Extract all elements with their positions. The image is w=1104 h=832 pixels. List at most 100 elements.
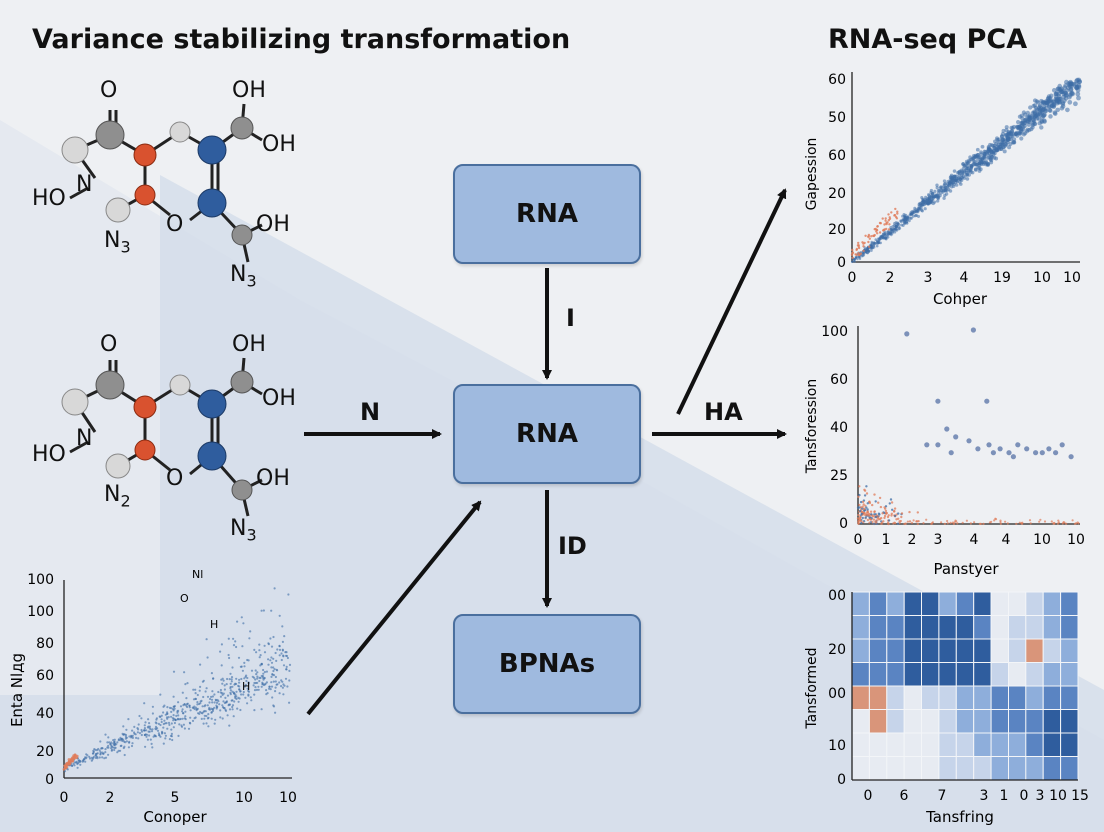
chart-point <box>1052 522 1055 525</box>
chart-point <box>220 643 223 646</box>
chart-point <box>885 511 888 515</box>
chart-point <box>147 718 150 721</box>
chart-point <box>893 227 897 231</box>
chart-tr-x-tick: 10 <box>1063 270 1081 286</box>
chart-point <box>1039 518 1042 521</box>
chart-point <box>184 715 187 718</box>
chart-point <box>194 716 197 719</box>
flow-node-rna-top: RNA <box>453 164 641 264</box>
chart-point <box>70 759 74 763</box>
chart-point <box>261 675 265 678</box>
chart-point <box>270 685 274 688</box>
chart-tr-x-tick: 0 <box>848 270 857 286</box>
chart-point <box>1017 114 1022 119</box>
chart-bl-ylabel: Enta Nlдg <box>8 653 26 727</box>
chart-point <box>172 714 175 717</box>
chart-point <box>274 686 277 689</box>
chart-point <box>861 241 864 244</box>
chart-point <box>994 518 998 521</box>
chart-point <box>172 708 175 711</box>
chart-point <box>68 762 71 766</box>
chart-point <box>133 725 136 728</box>
chart-point <box>274 675 277 679</box>
chart-point <box>172 670 176 673</box>
chart-point <box>142 729 146 732</box>
chart-point <box>204 690 207 693</box>
chart-point <box>205 722 208 725</box>
chart-point <box>1053 450 1059 456</box>
chart-bl-annotation: H <box>210 618 218 631</box>
chart-point <box>977 161 982 166</box>
chart-point <box>1031 117 1036 123</box>
chart-point <box>851 252 854 255</box>
chart-point <box>288 669 291 672</box>
chart-point <box>893 230 897 234</box>
chart-point <box>979 522 982 525</box>
chart-point <box>962 164 967 168</box>
chart-point <box>857 246 861 250</box>
chart-point <box>283 635 286 638</box>
chart-point <box>936 199 940 203</box>
chart-point <box>158 715 161 718</box>
chart-point <box>870 235 873 238</box>
heatmap-cell <box>1025 756 1044 781</box>
chart-point <box>272 704 275 707</box>
chart-point <box>220 678 223 681</box>
chart-point <box>868 245 871 248</box>
chart-point <box>107 753 110 756</box>
chart-point <box>278 614 281 617</box>
chart-point <box>949 521 952 524</box>
atom-label: N3 <box>230 516 257 545</box>
chart-point <box>191 719 195 722</box>
chart-point <box>235 697 238 701</box>
chart-point <box>138 732 142 735</box>
chart-tr-y-tick: 60 <box>828 72 846 88</box>
chart-point <box>871 503 874 507</box>
atom-label: N3 <box>230 262 257 291</box>
chart-point <box>893 507 897 510</box>
chart-point <box>242 693 245 696</box>
heatmap-cell <box>990 756 1010 781</box>
chart-point <box>245 679 248 683</box>
chart-point <box>274 711 277 714</box>
chart-point <box>973 154 977 159</box>
chart-point <box>1038 520 1041 523</box>
heatmap-cell <box>1008 662 1027 687</box>
chart-point <box>969 163 973 168</box>
heatmap-cell <box>1060 662 1079 687</box>
chart-point <box>205 638 208 641</box>
chart-point <box>177 734 180 737</box>
edge-label-top: I <box>566 304 575 332</box>
chart-point <box>219 650 222 653</box>
chart-point <box>1039 450 1045 456</box>
chart-point <box>1049 93 1054 99</box>
chart-point <box>261 676 264 679</box>
heatmap-cell <box>868 709 888 734</box>
chart-point <box>949 185 954 189</box>
chart-point <box>1036 108 1041 113</box>
heatmap-cell <box>868 615 888 640</box>
chart-point <box>1067 99 1073 105</box>
chart-mr-points <box>856 327 1080 526</box>
heatmap-cell <box>1008 756 1027 781</box>
chart-point <box>228 703 231 706</box>
atom-label: OH <box>256 212 290 237</box>
chart-point <box>198 702 201 706</box>
chart-point <box>1077 522 1080 525</box>
chart-point <box>263 670 266 674</box>
atom-label: OH <box>232 332 266 357</box>
chart-point <box>1034 99 1040 104</box>
chart-point <box>183 671 186 674</box>
molecule-2 <box>61 357 263 517</box>
chart-point <box>1007 145 1012 150</box>
chart-point <box>186 702 189 705</box>
chart-point <box>109 743 112 746</box>
chart-point <box>229 682 232 685</box>
chart-point <box>155 717 158 720</box>
chart-point <box>969 522 972 525</box>
chart-point <box>150 742 153 745</box>
chart-point <box>149 738 152 741</box>
chart-tr-axes <box>851 72 1080 263</box>
chart-point <box>874 500 877 503</box>
heatmap-cell <box>868 756 888 781</box>
